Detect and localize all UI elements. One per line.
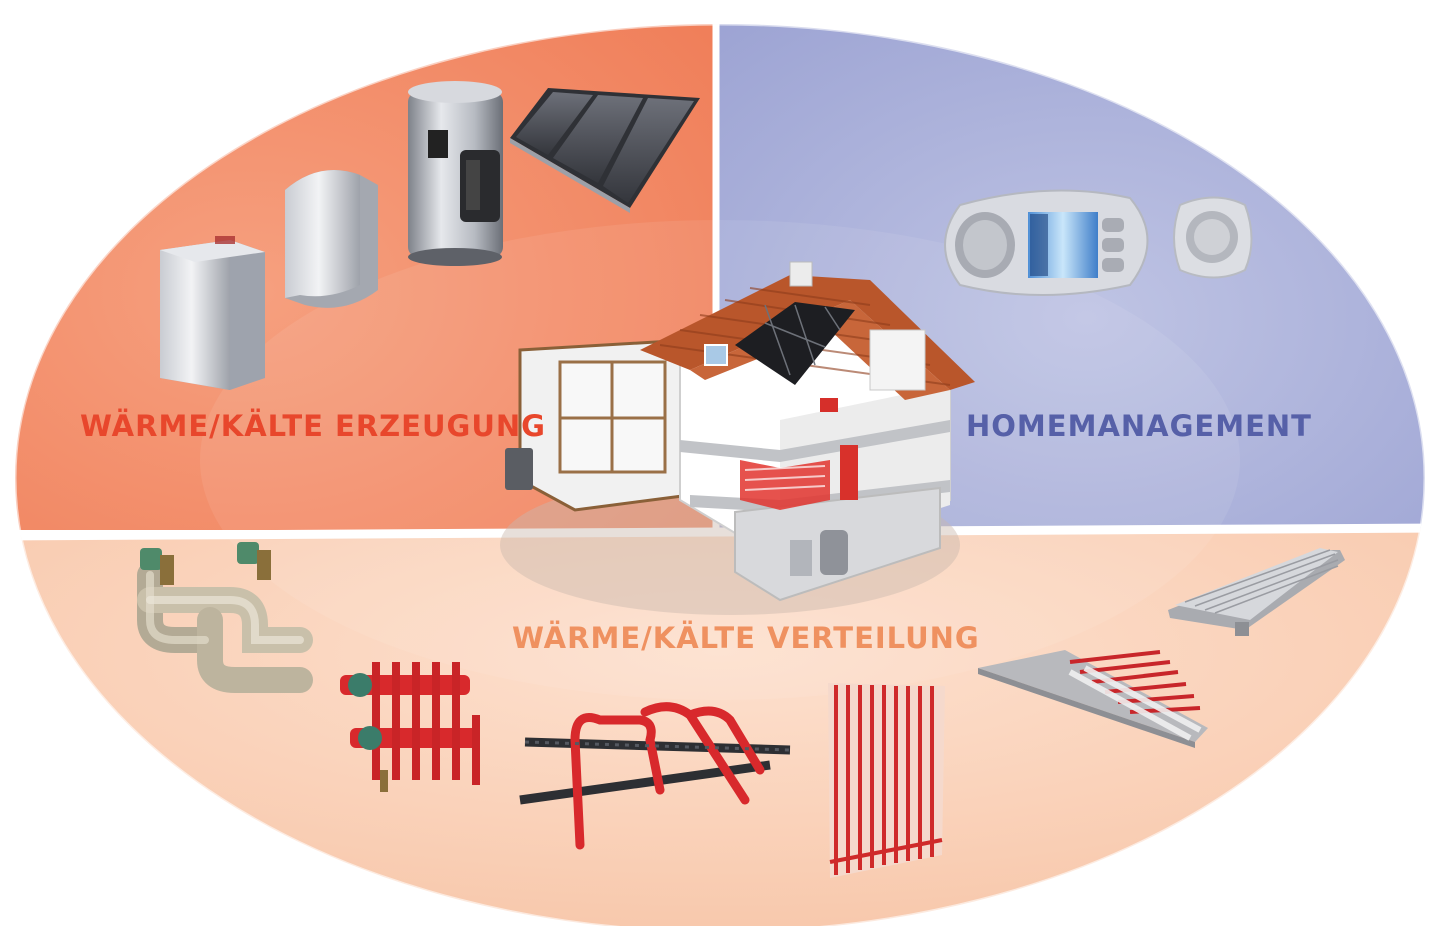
label-verteilung: WÄRME/KÄLTE VERTEILUNG xyxy=(512,621,980,655)
ceiling-panel-icon xyxy=(978,650,1208,748)
divider-horizontal xyxy=(15,523,1425,541)
boiler-icon xyxy=(160,236,265,390)
storage-tank-icon xyxy=(408,81,503,266)
segment-verteilung xyxy=(15,528,1425,926)
control-panel-icon xyxy=(944,189,1149,296)
label-erzeugung: WÄRME/KÄLTE ERZEUGUNG xyxy=(80,409,546,443)
pipe-distributor-icon xyxy=(137,542,313,693)
radiator-panel-icon xyxy=(1168,548,1345,636)
room-thermostat-icon xyxy=(1173,196,1253,279)
heating-register-icon xyxy=(828,683,945,878)
label-homemanagement: HOMEMANAGEMENT xyxy=(966,409,1312,443)
wall-heater-icon xyxy=(285,170,378,308)
house-cutaway-icon xyxy=(500,261,975,615)
heating-manifold-icon xyxy=(340,662,480,792)
solar-panel-icon xyxy=(510,88,700,213)
floor-heating-pipes-icon xyxy=(519,702,791,850)
